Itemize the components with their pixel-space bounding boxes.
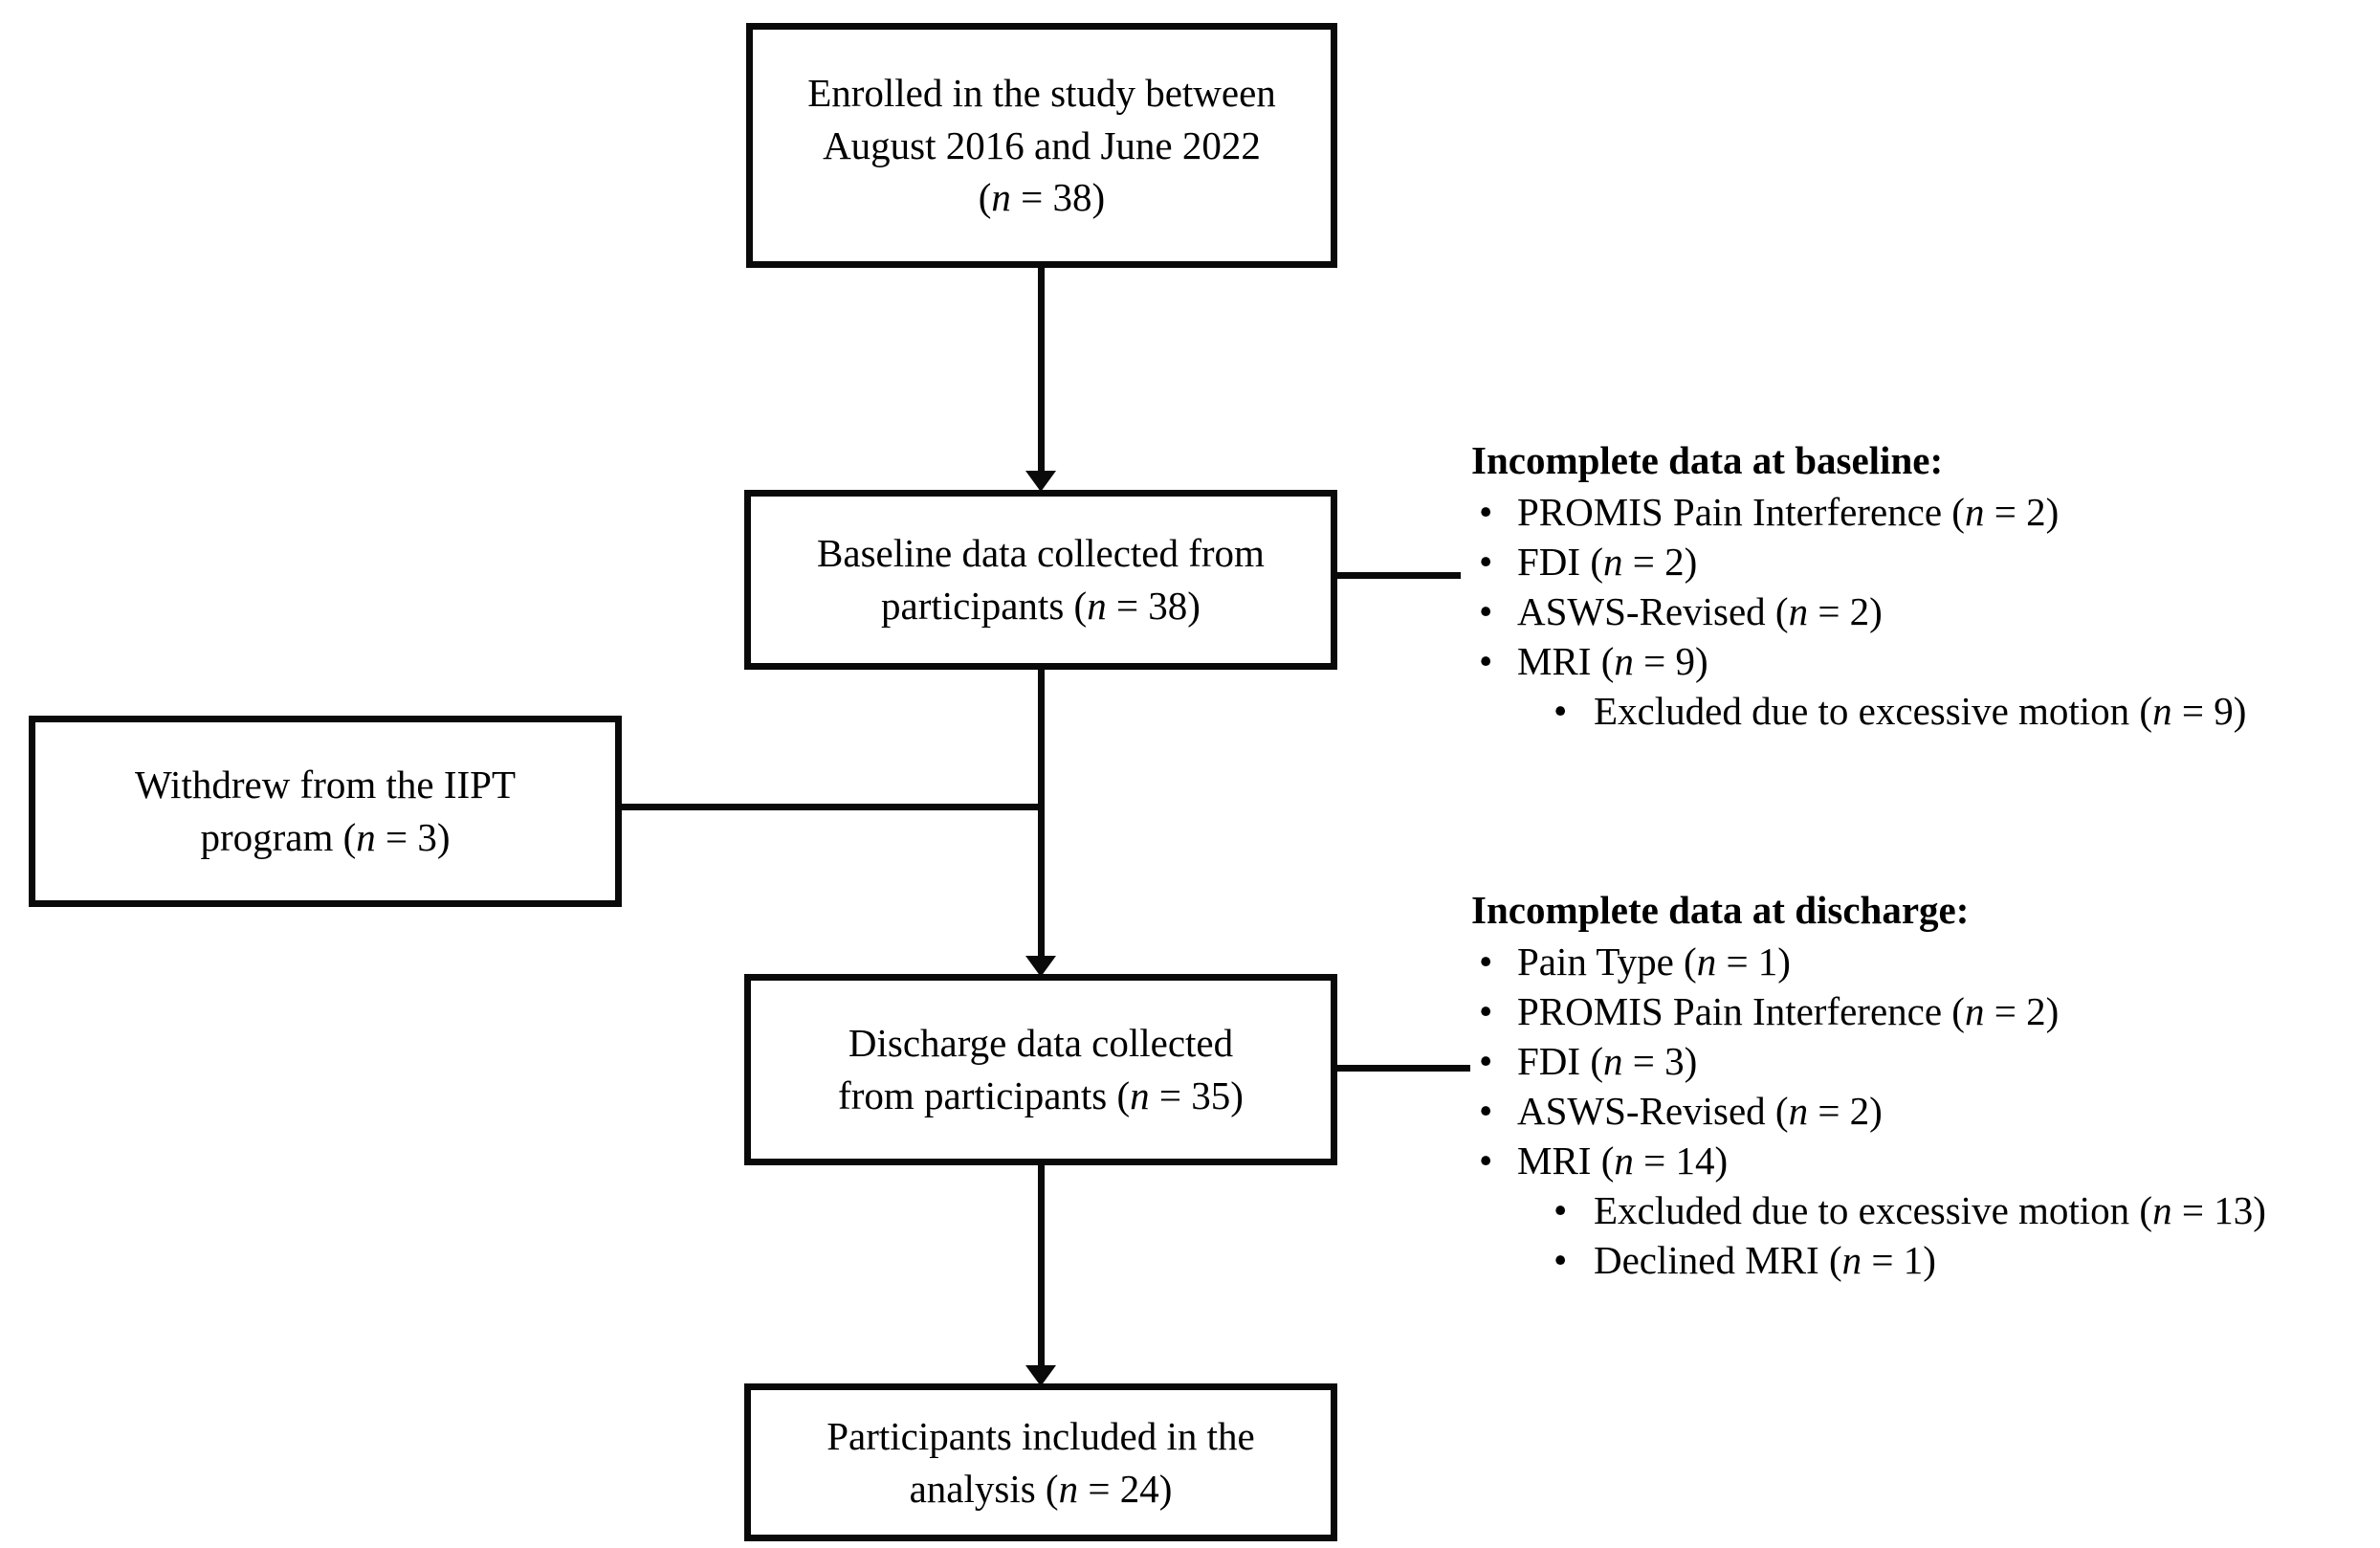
connector-discharge-to-analysis: [1038, 1165, 1045, 1368]
flow-box-analysis-text: Participants included in the analysis (n…: [826, 1413, 1255, 1511]
arrowhead-to-baseline: [1025, 471, 1056, 492]
annotation-list-item-label: PROMIS Pain Interference (n = 2): [1517, 490, 2060, 535]
annotation-baseline-incomplete: Incomplete data at baseline: • PROMIS Pai…: [1471, 435, 2370, 736]
annotation-list-item: • FDI (n = 3): [1471, 1036, 2370, 1086]
annotation-list-item-label: MRI (n = 9): [1517, 639, 1708, 684]
annotation-list-item-label: Declined MRI (n = 1): [1594, 1238, 1936, 1283]
flow-box-baseline: Baseline data collected from participant…: [744, 490, 1337, 670]
annotation-list-item-label: ASWS-Revised (n = 2): [1517, 1089, 1883, 1134]
bullet-icon: •: [1554, 689, 1568, 734]
bullet-icon: •: [1479, 639, 1493, 684]
flow-box-enrolled: Enrolled in the study between August 201…: [746, 23, 1337, 268]
bullet-icon: •: [1479, 1089, 1493, 1134]
flow-box-withdrew-text: Withdrew from the IIPT program (n = 3): [135, 763, 516, 859]
bullet-icon: •: [1479, 540, 1493, 585]
annotation-list-item-label: MRI (n = 14): [1517, 1139, 1729, 1183]
annotation-list-item: • ASWS-Revised (n = 2): [1471, 586, 2370, 636]
annotation-list-item: • Excluded due to excessive motion (n = 1…: [1471, 1185, 2370, 1235]
bullet-icon: •: [1479, 490, 1493, 535]
bullet-icon: •: [1554, 1238, 1568, 1283]
bullet-icon: •: [1479, 940, 1493, 984]
flow-box-analysis: Participants included in the analysis (n…: [744, 1383, 1337, 1541]
annotation-list-item: • PROMIS Pain Interference (n = 2): [1471, 986, 2370, 1036]
annotation-list-item-label: FDI (n = 3): [1517, 1039, 1698, 1084]
annotation-list-item: • Excluded due to excessive motion (n = 9…: [1471, 686, 2370, 736]
flow-box-discharge: Discharge data collected from participan…: [744, 974, 1337, 1165]
bullet-icon: •: [1479, 589, 1493, 634]
annotation-list-item: • ASWS-Revised (n = 2): [1471, 1086, 2370, 1136]
annotation-list-item-label: FDI (n = 2): [1517, 540, 1698, 585]
annotation-discharge-incomplete: Incomplete data at discharge: • Pain Type…: [1471, 885, 2370, 1286]
annotation-list-item-label: Excluded due to excessive motion (n = 9): [1594, 689, 2247, 734]
annotation-baseline-list: • PROMIS Pain Interference (n = 2) • FDI (n…: [1471, 487, 2370, 736]
bullet-icon: •: [1479, 1139, 1493, 1183]
flow-box-baseline-text: Baseline data collected from participant…: [817, 531, 1265, 628]
bullet-icon: •: [1479, 1039, 1493, 1084]
annotation-list-item-label: PROMIS Pain Interference (n = 2): [1517, 989, 2060, 1034]
annotation-discharge-list: • Pain Type (n = 1) • PROMIS Pain Interfere…: [1471, 937, 2370, 1285]
annotation-list-item: • Pain Type (n = 1): [1471, 937, 2370, 986]
annotation-list-item: • PROMIS Pain Interference (n = 2): [1471, 487, 2370, 537]
flow-box-enrolled-text: Enrolled in the study between August 201…: [807, 70, 1276, 220]
bullet-icon: •: [1554, 1188, 1568, 1233]
arrowhead-to-discharge: [1025, 956, 1056, 977]
annotation-list-item: • MRI (n = 14): [1471, 1136, 2370, 1185]
annotation-list-item-label: ASWS-Revised (n = 2): [1517, 589, 1883, 634]
connector-discharge-to-annotation: [1334, 1065, 1470, 1072]
connector-baseline-to-discharge: [1038, 670, 1045, 959]
annotation-list-item: • FDI (n = 2): [1471, 537, 2370, 586]
arrowhead-to-analysis: [1025, 1365, 1056, 1386]
connector-enrolled-to-baseline: [1038, 268, 1045, 474]
connector-withdrew-to-trunk: [620, 804, 1042, 810]
flow-box-discharge-text: Discharge data collected from participan…: [838, 1021, 1244, 1117]
annotation-list-item: • MRI (n = 9): [1471, 636, 2370, 686]
annotation-list-item-label: Pain Type (n = 1): [1517, 940, 1791, 984]
annotation-list-item-label: Excluded due to excessive motion (n = 13…: [1594, 1188, 2266, 1233]
flow-box-withdrew: Withdrew from the IIPT program (n = 3): [29, 716, 622, 907]
annotation-discharge-title: Incomplete data at discharge:: [1471, 888, 1970, 932]
annotation-list-item: • Declined MRI (n = 1): [1471, 1235, 2370, 1285]
annotation-baseline-title: Incomplete data at baseline:: [1471, 438, 1944, 482]
bullet-icon: •: [1479, 989, 1493, 1034]
connector-baseline-to-annotation: [1334, 572, 1461, 579]
